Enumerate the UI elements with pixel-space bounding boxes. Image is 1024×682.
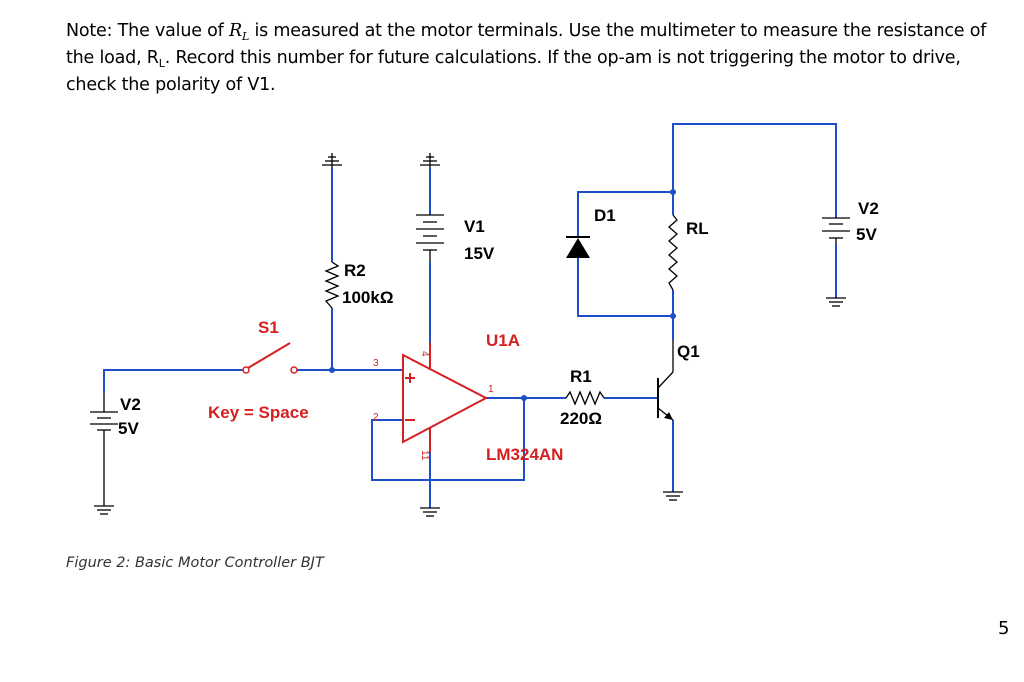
rl-name: RL — [686, 219, 709, 238]
q1-name: Q1 — [677, 342, 700, 361]
s1-key-label: Key = Space — [208, 403, 309, 422]
junction-node — [329, 367, 335, 373]
opamp-pin-2: 2 — [373, 412, 379, 423]
rl-symbol: RL — [229, 21, 250, 43]
r1-name: R1 — [570, 367, 592, 386]
opamp-pin-1: 1 — [488, 384, 494, 395]
v2-left-name: V2 — [120, 395, 141, 414]
junction-node — [521, 395, 527, 401]
battery-v2-right — [822, 217, 850, 244]
v1-value: 15V — [464, 244, 495, 263]
wires — [103, 123, 837, 508]
switch-s1 — [242, 342, 298, 374]
battery-v2-left — [90, 392, 118, 436]
note-text-2: is measured at the motor terminals. Use … — [66, 21, 987, 68]
rl-subscript-2: L — [158, 57, 165, 70]
opamp-u1a — [402, 343, 489, 452]
wire-d1-anode — [577, 258, 673, 317]
opamp-pin-11: 11 — [419, 450, 430, 461]
note-text-1: Note: The value of — [66, 21, 229, 41]
wire-top-loop — [672, 123, 837, 218]
opamp-pin-3: 3 — [373, 358, 379, 369]
vcc-rail-v1 — [420, 153, 440, 168]
note-text-3: . Record this number for future calculat… — [66, 48, 961, 95]
page-number: 5 — [998, 618, 1010, 639]
ground-q1 — [663, 491, 683, 501]
diode-d1 — [566, 236, 590, 258]
v2-left-value: 5V — [118, 419, 139, 438]
u1a-part: LM324AN — [486, 445, 563, 464]
junction-node — [670, 313, 676, 319]
v2-right-name: V2 — [858, 199, 879, 218]
r2-name: R2 — [344, 261, 366, 280]
resistor-rl — [668, 214, 678, 291]
note-paragraph: Note: The value of RL is measured at the… — [66, 18, 1001, 99]
junction-node — [670, 189, 676, 195]
v1-name: V1 — [464, 217, 485, 236]
ground-v2-left — [94, 436, 114, 515]
rl-symbol-subscript: L — [241, 30, 250, 43]
battery-v1 — [416, 214, 444, 262]
ground-v2-right — [826, 297, 846, 307]
transistor-q1 — [657, 340, 674, 421]
r2-value: 100kΩ — [342, 288, 393, 307]
r1-value: 220Ω — [560, 409, 602, 428]
wire-feedback — [371, 398, 525, 481]
resistor-r1 — [565, 390, 605, 406]
d1-name: D1 — [594, 206, 616, 225]
wire-d1-cathode — [577, 191, 673, 236]
figure-caption: Figure 2: Basic Motor Controller BJT — [66, 555, 324, 571]
opamp-pin-4: 4 — [419, 351, 430, 357]
rl-symbol-letter: R — [229, 21, 242, 41]
s1-name: S1 — [258, 318, 279, 337]
wire-v2-to-switch — [103, 369, 244, 392]
ground-opamp — [420, 507, 440, 517]
u1a-name: U1A — [486, 331, 520, 350]
v2-right-value: 5V — [856, 225, 877, 244]
resistor-r2 — [324, 261, 340, 309]
vcc-rail-r2 — [322, 153, 342, 168]
